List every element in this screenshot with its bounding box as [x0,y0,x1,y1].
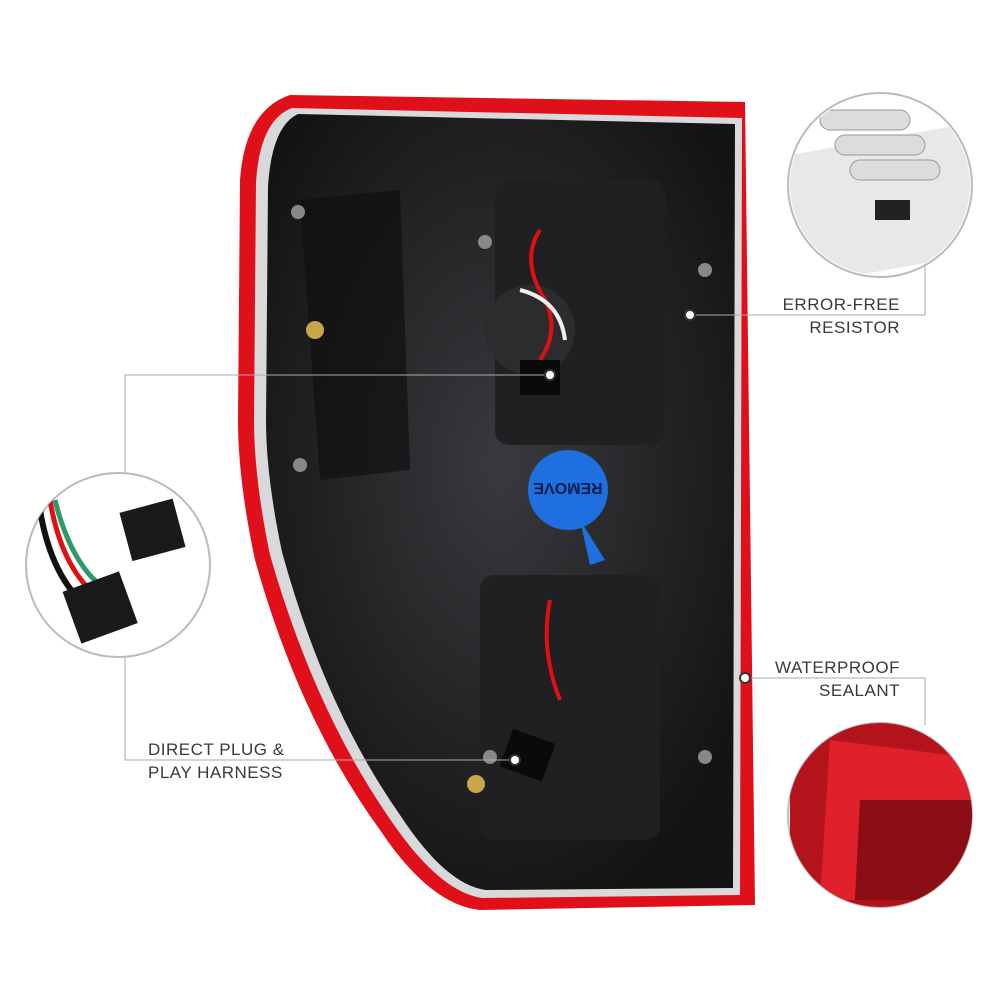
callout-error-free-resistor: ERROR-FREE RESISTOR [760,293,900,339]
resistor-inset [787,92,973,278]
callout-plug-play-harness: DIRECT PLUG & PLAY HARNESS [148,738,348,784]
callout-text: SEALANT [819,681,900,700]
harness-inset [25,472,211,658]
callout-waterproof-sealant: WATERPROOF SEALANT [740,656,900,702]
callout-text: ERROR-FREE [782,295,900,314]
tail-light-housing [238,95,755,910]
callout-text: DIRECT PLUG & [148,740,285,759]
remove-cap: REMOVE [528,450,608,530]
sealant-inset [787,722,973,908]
callout-text: WATERPROOF [775,658,900,677]
callout-dot [509,309,751,766]
callout-lines [124,265,926,761]
callout-text: PLAY HARNESS [148,763,283,782]
svg-text:REMOVE: REMOVE [533,479,603,496]
callout-text: RESISTOR [809,318,900,337]
